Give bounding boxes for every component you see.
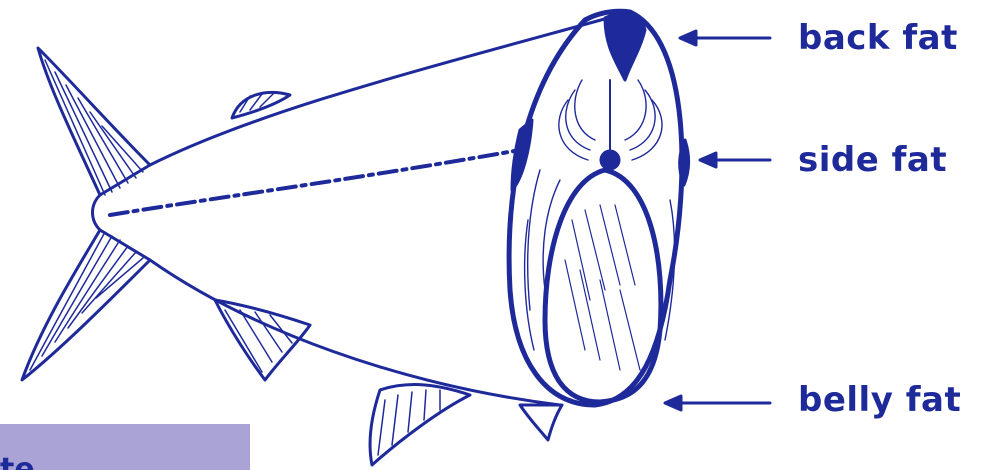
adipose-fin (520, 405, 562, 440)
label-side-fat: side fat (798, 140, 947, 180)
cross-section (509, 11, 689, 405)
arrow-back (680, 31, 770, 45)
anal-fin (370, 385, 470, 465)
arrow-belly (665, 396, 770, 410)
caption-text: te (0, 452, 35, 470)
side-fat-right (680, 140, 689, 185)
tail-fin (22, 48, 150, 380)
pelvic-fin (215, 300, 310, 380)
label-back-fat: back fat (798, 18, 958, 58)
side-fat-left (512, 120, 532, 190)
label-belly-fat: belly fat (798, 380, 961, 420)
arrow-side (700, 153, 770, 167)
spine (601, 151, 619, 169)
caption-box: te (0, 424, 250, 470)
dorsal-fin (232, 92, 290, 118)
back-fat-area (605, 13, 645, 80)
